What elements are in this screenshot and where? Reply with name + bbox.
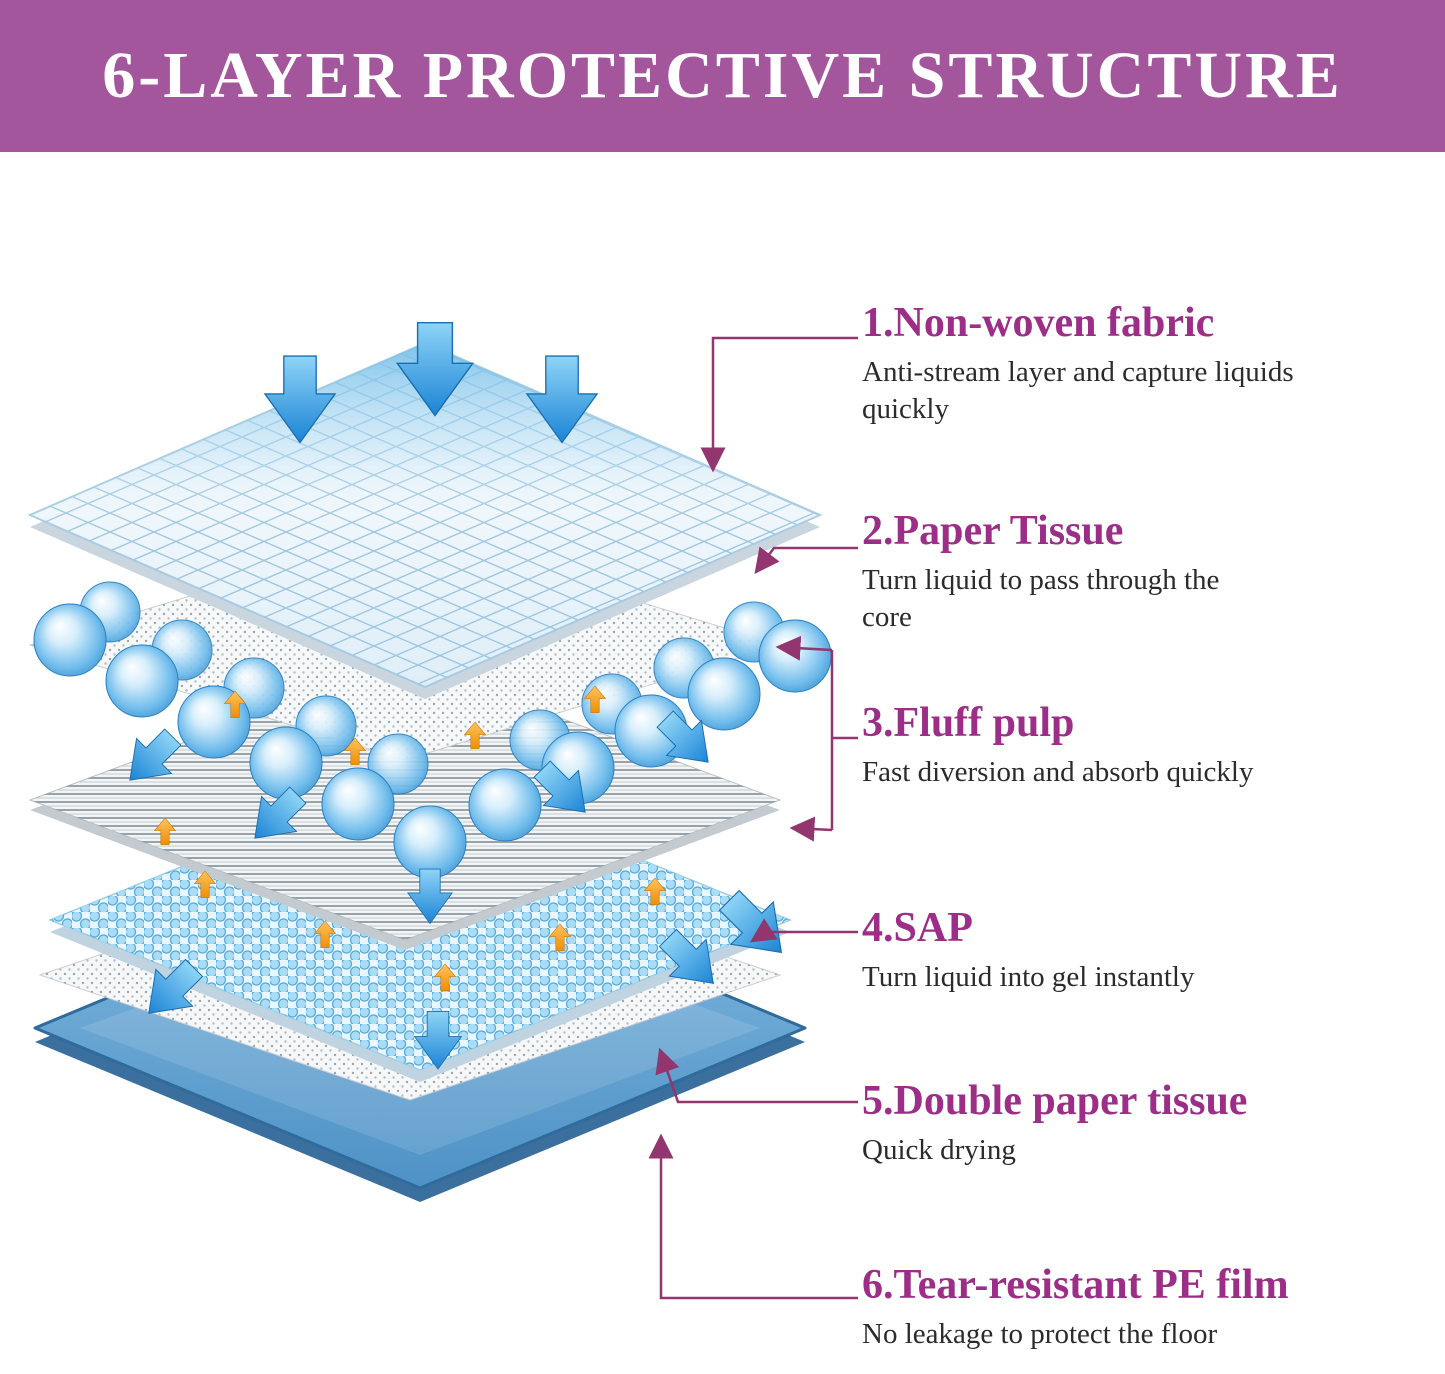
layer-1-nonwoven-graphic bbox=[27, 341, 823, 699]
connector-layer-3-top bbox=[775, 635, 833, 661]
layer-6-description: No leakage to protect the floor bbox=[862, 1318, 1218, 1351]
layer-6-title: 6.Tear-resistant PE film bbox=[862, 1262, 1289, 1308]
connector-layer-3-bottom bbox=[789, 816, 833, 842]
layer-5-title: 5.Double paper tissue bbox=[862, 1078, 1248, 1124]
layer-3-description: Fast diversion and absorb quickly bbox=[862, 756, 1254, 789]
layer-2-description: Turn liquid to pass through the core bbox=[862, 564, 1220, 634]
layer-4-title: 4.SAP bbox=[862, 905, 973, 951]
layer-1-title: 1.Non-woven fabric bbox=[862, 300, 1215, 346]
layer-1-description: Anti-stream layer and capture liquids qu… bbox=[862, 356, 1294, 426]
layer-5-description: Quick drying bbox=[862, 1134, 1016, 1167]
layer-label-2: 2.Paper Tissue Turn liquid to pass throu… bbox=[862, 508, 1382, 636]
layer-label-6: 6.Tear-resistant PE film No leakage to p… bbox=[862, 1262, 1382, 1353]
connector-layer-2 bbox=[754, 546, 858, 574]
callout-connectors bbox=[648, 336, 858, 1300]
layer-4-description: Turn liquid into gel instantly bbox=[862, 961, 1195, 994]
layer-label-3: 3.Fluff pulp Fast diversion and absorb q… bbox=[862, 700, 1382, 791]
connector-layer-4 bbox=[749, 918, 858, 943]
layer-label-4: 4.SAP Turn liquid into gel instantly bbox=[862, 905, 1382, 996]
layer-3-title: 3.Fluff pulp bbox=[862, 700, 1075, 746]
connector-layer-5 bbox=[655, 1047, 858, 1104]
connector-layer-6 bbox=[648, 1133, 858, 1300]
header-banner: 6-LAYER PROTECTIVE STRUCTURE bbox=[0, 0, 1445, 152]
page-title: 6-LAYER PROTECTIVE STRUCTURE bbox=[102, 39, 1343, 112]
layer-label-1: 1.Non-woven fabric Anti-stream layer and… bbox=[862, 300, 1382, 428]
connector-layer-1 bbox=[700, 336, 858, 473]
layer-label-5: 5.Double paper tissue Quick drying bbox=[862, 1078, 1382, 1169]
layer-2-title: 2.Paper Tissue bbox=[862, 508, 1124, 554]
